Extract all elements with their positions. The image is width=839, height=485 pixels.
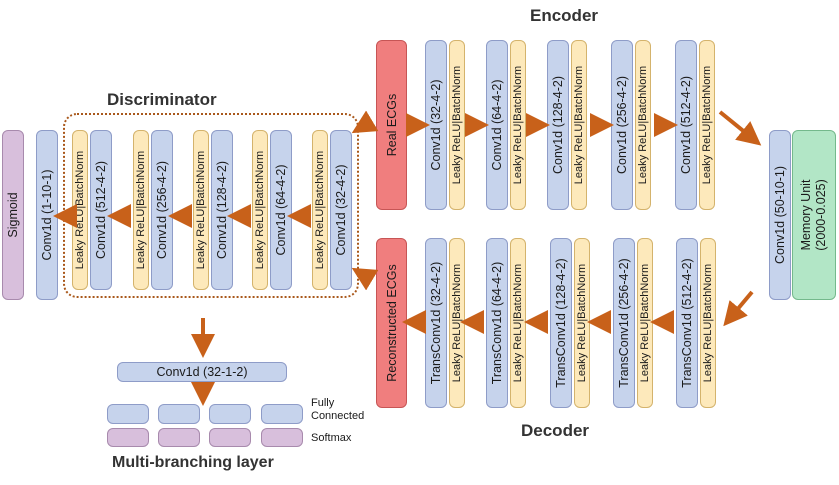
discriminator-act-4: Leaky ReLU|BatchNorm (133, 130, 149, 290)
decoder-transconv-5: TransConv1d (512-4-2) (676, 238, 698, 408)
discriminator-title: Discriminator (107, 90, 217, 109)
encoder-act-2: Leaky ReLU|BatchNorm (510, 40, 526, 210)
decoder-transconv-3: TransConv1d (128-4-2) (550, 238, 572, 408)
fully-connected-line1: Fully (311, 397, 335, 409)
encoder-title: Encoder (530, 6, 599, 25)
arrow-recon-to-disc (351, 267, 379, 291)
fc-branch-4 (261, 404, 303, 424)
softmax-branch-1 (107, 428, 149, 447)
encoder-act-3: Leaky ReLU|BatchNorm (571, 40, 587, 210)
encoder-act-5: Leaky ReLU|BatchNorm (699, 40, 715, 210)
memory-unit: Memory Unit (2000-0.025) (792, 130, 836, 300)
softmax-label: Softmax (311, 432, 352, 444)
fully-connected-label: Fully Connected (311, 397, 364, 423)
fc-branch-3 (209, 404, 251, 424)
decoder-act-5: Leaky ReLU|BatchNorm (700, 238, 716, 408)
softmax-branch-3 (209, 428, 251, 447)
fc-branch-2 (158, 404, 200, 424)
discriminator-act-2: Leaky ReLU|BatchNorm (252, 130, 268, 290)
arrow-real-to-disc (351, 110, 379, 134)
arrow-enc-to-bottleneck (718, 110, 762, 146)
fc-branch-1 (107, 404, 149, 424)
bottleneck-conv: Conv1d (50-10-1) (769, 130, 791, 300)
arrow-bottleneck-to-dec (723, 290, 754, 327)
fully-connected-line2: Connected (311, 410, 365, 422)
sigmoid-block: Sigmoid (2, 130, 24, 300)
multi-branch-conv-label: Conv1d (32-1-2) (156, 365, 248, 379)
multi-branch-conv: Conv1d (32-1-2) (117, 362, 287, 382)
discriminator-act-1: Leaky ReLU|BatchNorm (312, 130, 328, 290)
discriminator-act-3: Leaky ReLU|BatchNorm (193, 130, 209, 290)
encoder-act-1: Leaky ReLU|BatchNorm (449, 40, 465, 210)
discriminator-conv-1: Conv1d (32-4-2) (330, 130, 352, 290)
decoder-transconv-4: TransConv1d (256-4-2) (613, 238, 635, 408)
encoder-act-4: Leaky ReLU|BatchNorm (635, 40, 651, 210)
softmax-branch-2 (158, 428, 200, 447)
decoder-title: Decoder (521, 421, 590, 440)
decoder-transconv-2: TransConv1d (64-4-2) (486, 238, 508, 408)
softmax-branch-4 (261, 428, 303, 447)
multi-branching-title: Multi-branching layer (112, 454, 274, 471)
